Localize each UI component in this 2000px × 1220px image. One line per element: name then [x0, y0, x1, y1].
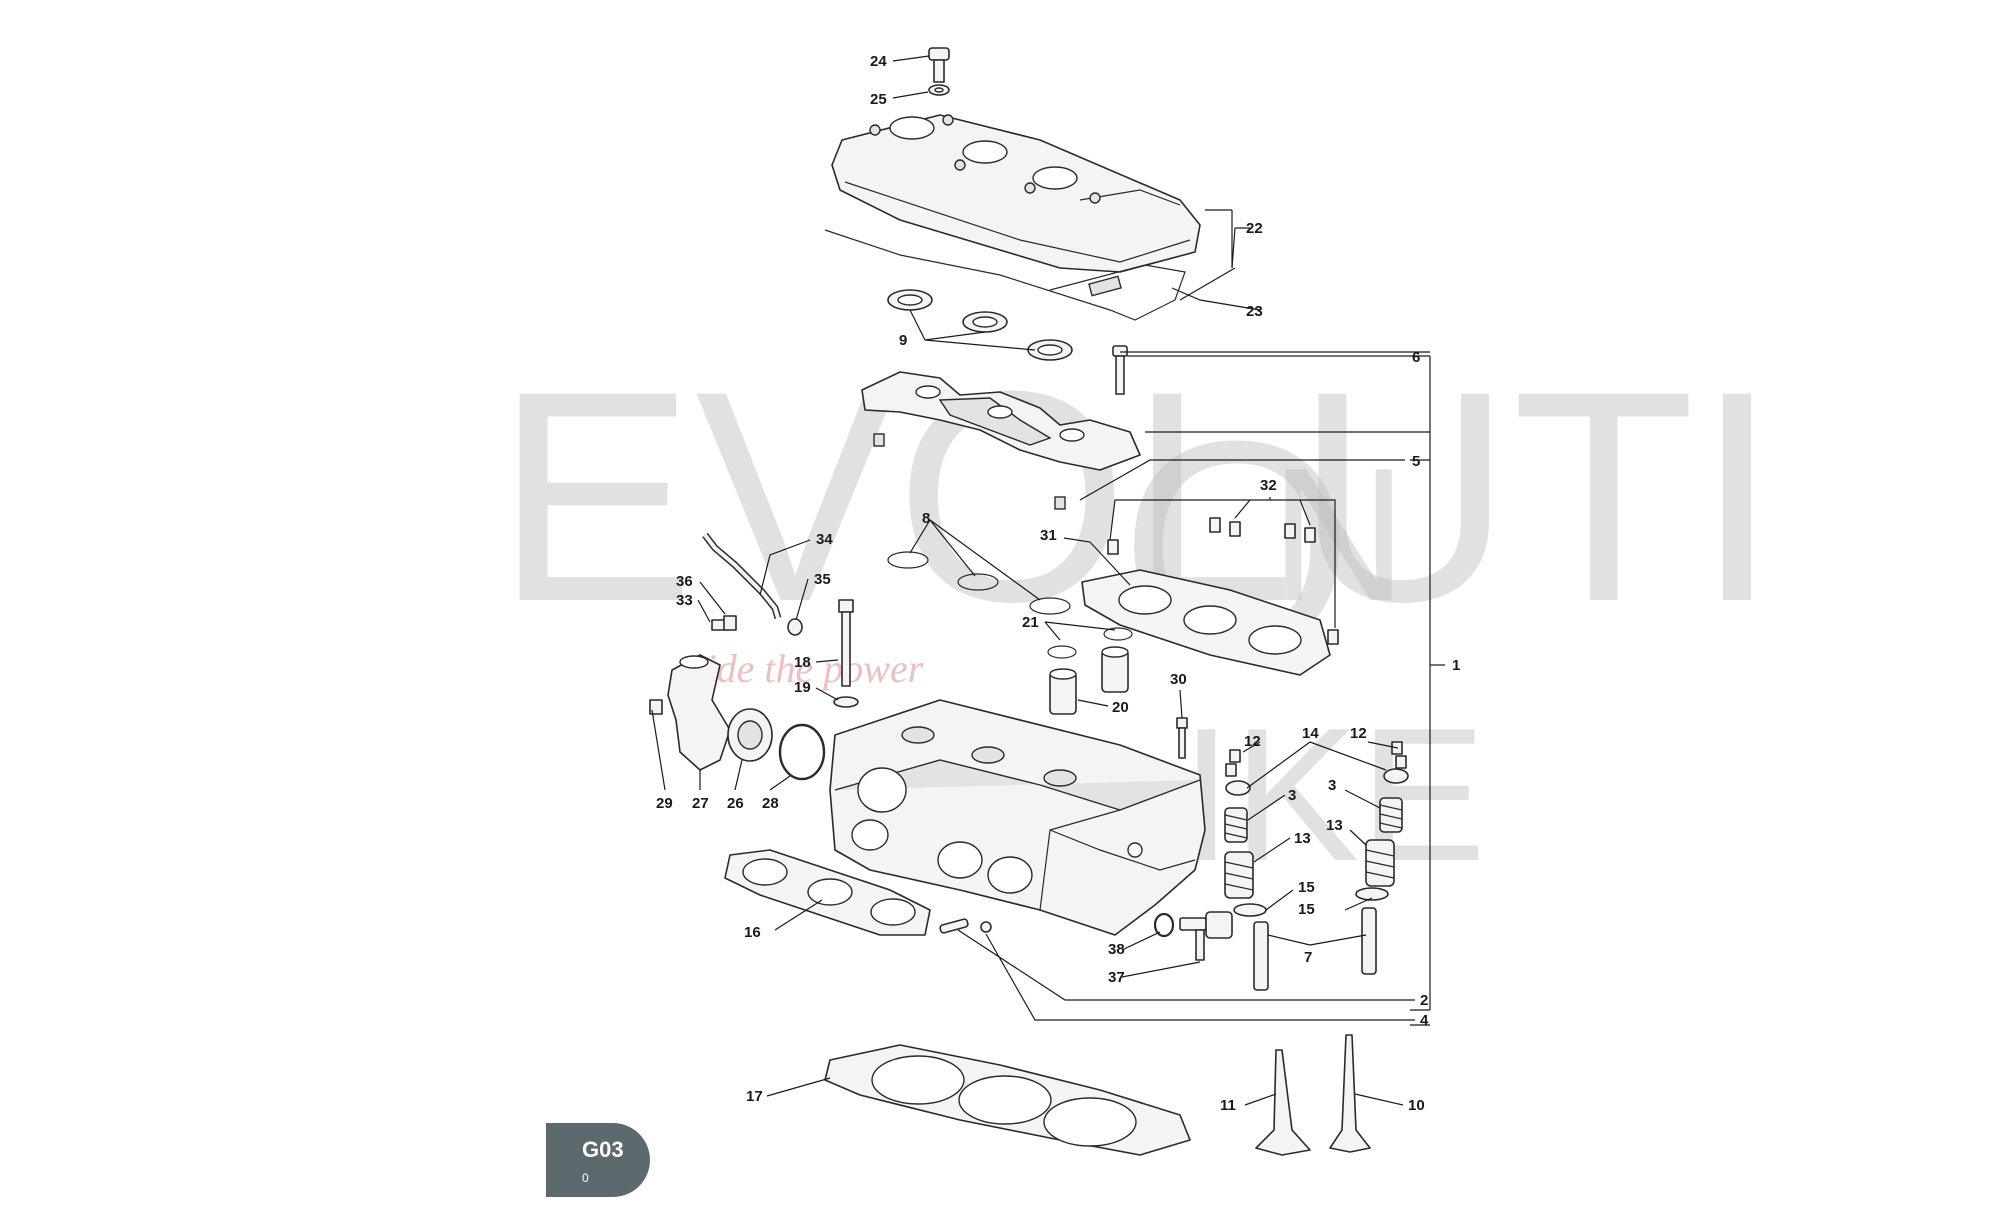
- callout-3-right: 3: [1328, 777, 1336, 794]
- callout-29: 29: [656, 795, 673, 812]
- sheet-badge: G03 0: [546, 1123, 650, 1197]
- callout-30: 30: [1170, 671, 1187, 688]
- part-33-screw: [723, 615, 737, 631]
- callout-10: 10: [1408, 1097, 1425, 1114]
- callout-22: 22: [1246, 220, 1263, 237]
- callout-6: 6: [1412, 349, 1420, 366]
- part-27-water-outlet: [667, 654, 731, 771]
- part-16-exhaust-gasket: [724, 849, 931, 936]
- part-38-seal: [1153, 912, 1175, 938]
- part-24-bolt: [928, 47, 950, 83]
- callout-20: 20: [1112, 699, 1129, 716]
- callout-15-left: 15: [1298, 879, 1315, 896]
- callout-13-left: 13: [1294, 830, 1311, 847]
- sheet-revision: 0: [582, 1171, 589, 1185]
- callout-31: 31: [1040, 527, 1057, 544]
- callout-16: 16: [744, 924, 761, 941]
- watermark: EVOLUTI O N IKE ride the power: [495, 328, 1779, 901]
- part-12-collets-left: [1225, 749, 1241, 777]
- callout-33: 33: [676, 592, 693, 609]
- callout-15-right: 15: [1298, 901, 1315, 918]
- part-10-exhaust-valve: [1329, 1034, 1371, 1153]
- part-32-bolts: [1107, 517, 1339, 645]
- callout-5: 5: [1412, 453, 1420, 470]
- callout-26: 26: [727, 795, 744, 812]
- part-20-bushings: [1049, 646, 1129, 715]
- part-26-thermostat: [727, 708, 773, 762]
- callout-4: 4: [1420, 1012, 1429, 1029]
- callout-28: 28: [762, 795, 779, 812]
- callout-13-right: 13: [1326, 817, 1343, 834]
- part-22-valve-cover: [831, 114, 1201, 273]
- callout-38: 38: [1108, 941, 1125, 958]
- part-11-intake-valve: [1255, 1049, 1311, 1156]
- callout-21: 21: [1022, 614, 1039, 631]
- part-19-washer: [833, 696, 859, 708]
- callout-17: 17: [746, 1088, 763, 1105]
- callout-36: 36: [676, 573, 693, 590]
- callout-1: 1: [1452, 657, 1460, 674]
- callout-34: 34: [816, 531, 833, 548]
- callout-9: 9: [899, 332, 907, 349]
- part-23-cover-gasket: [824, 229, 1186, 321]
- callout-8: 8: [922, 510, 930, 527]
- callout-12-right: 12: [1350, 725, 1367, 742]
- part-1-cylinder-head: [829, 699, 1206, 936]
- part-8-o-rings: [887, 551, 1071, 615]
- callout-25: 25: [870, 91, 887, 108]
- part-18-stud: [838, 599, 854, 687]
- callout-19: 19: [794, 679, 811, 696]
- watermark-tagline: ride the power: [690, 646, 924, 691]
- callout-37: 37: [1108, 969, 1125, 986]
- callout-12-left: 12: [1244, 733, 1261, 750]
- leader-lines: [651, 55, 1445, 1106]
- callout-3-left: 3: [1288, 787, 1296, 804]
- part-17-head-gasket: [824, 1044, 1191, 1156]
- part-31-intake-plate: [1081, 569, 1331, 676]
- callout-14: 14: [1302, 725, 1319, 742]
- part-21-rings: [1047, 627, 1133, 659]
- callout-27: 27: [692, 795, 709, 812]
- part-6-bolt: [1112, 345, 1128, 395]
- part-28-o-ring: [778, 723, 826, 781]
- part-35-clip: [787, 618, 803, 636]
- part-14-retainers: [1225, 768, 1409, 796]
- callout-2: 2: [1420, 992, 1428, 1009]
- callout-labels: 24 25 22 23 9 6 5 1 32 31 8 21 20 34 35 …: [656, 53, 1460, 1114]
- callout-7: 7: [1304, 949, 1312, 966]
- callout-11: 11: [1220, 1097, 1236, 1114]
- part-13-outer-springs: [1224, 839, 1395, 899]
- callout-18: 18: [794, 654, 811, 671]
- part-37-sensor: [1179, 911, 1233, 961]
- callout-32: 32: [1260, 477, 1277, 494]
- callout-35: 35: [814, 571, 831, 588]
- part-30-screw: [1176, 717, 1188, 759]
- callout-24: 24: [870, 53, 887, 70]
- part-2-dowel: [939, 918, 969, 934]
- part-7-valve-guides: [1253, 907, 1377, 991]
- part-3-inner-springs: [1224, 797, 1403, 843]
- part-5-camshaft-caps: [861, 371, 1141, 510]
- part-4-pin: [980, 921, 992, 933]
- sheet-code: G03: [582, 1137, 624, 1162]
- part-29-screw: [649, 699, 663, 715]
- callout-23: 23: [1246, 303, 1263, 320]
